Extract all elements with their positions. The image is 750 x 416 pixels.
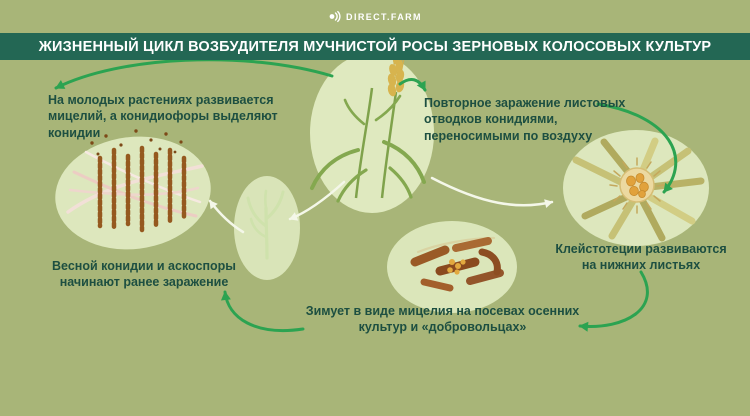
arrow-seedling-to-mycelium [208, 199, 245, 234]
label-spring-infection: Весной конидии и аскоспоры начинают ране… [52, 259, 236, 290]
label-reinfection: Повторное заражение листовых отводков ко… [424, 96, 626, 143]
page-title: ЖИЗНЕННЫЙ ЦИКЛ ВОЗБУДИТЕЛЯ МУЧНИСТОЙ РОС… [38, 38, 712, 55]
conidia-dots [90, 129, 183, 156]
arrow-wheat-to-seedling [288, 180, 346, 221]
cleistothecium-ball [619, 167, 655, 203]
cleistothecium-spikes [609, 157, 665, 214]
cleistothecia-illustration [572, 137, 705, 242]
label-young-plants: На молодых растениях развивается мицелий… [48, 93, 278, 140]
blob-wheat [310, 53, 434, 213]
arrow-to-cleistothecia [596, 102, 678, 194]
label-overwinter: Зимует в виде мицелия на посевах осенних… [305, 304, 580, 335]
arrow-to-spring [220, 290, 305, 332]
residue-spore-cluster [447, 259, 466, 275]
white-connector-arrows [208, 176, 554, 234]
arrow-wheat-to-leaves [430, 176, 554, 208]
arrow-to-reinfection [398, 77, 427, 92]
asci-cluster [626, 173, 649, 198]
green-cycle-arrows [54, 58, 678, 332]
blob-mycelium [55, 136, 211, 250]
logo: DIRECT.FARM [0, 10, 750, 23]
seedling-illustration [246, 189, 285, 260]
logo-text: DIRECT.FARM [346, 11, 422, 22]
label-cleistothecia: Клейстотеции развиваются на нижних листь… [555, 242, 727, 273]
conidiophores-mycelium-illustration [66, 129, 204, 233]
title-bar: ЖИЗНЕННЫЙ ЦИКЛ ВОЗБУДИТЕЛЯ МУЧНИСТОЙ РОС… [0, 33, 750, 60]
arrow-to-young-plants [54, 58, 334, 90]
directfarm-logo-icon [329, 10, 341, 23]
crop-residue-illustration [410, 236, 504, 292]
arrow-to-overwinter [578, 270, 649, 332]
